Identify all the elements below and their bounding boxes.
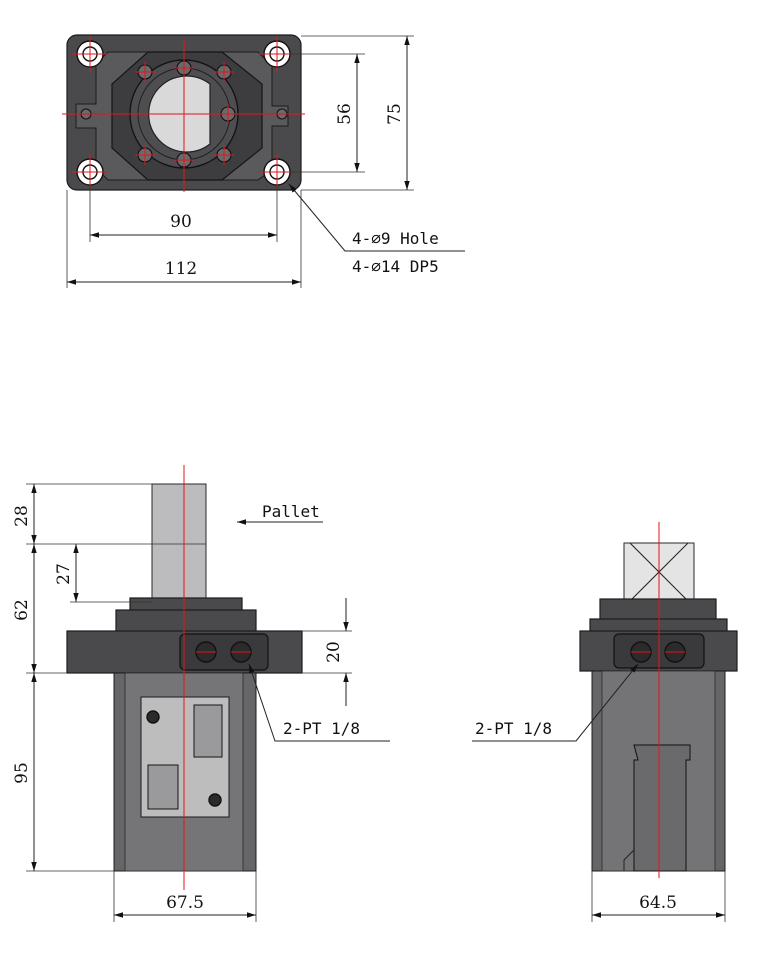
dim-75: 75: [385, 103, 405, 125]
pallet-label: Pallet: [262, 502, 320, 521]
valve-block-upper: [193, 704, 223, 758]
port-block: [179, 633, 269, 671]
dim-56: 56: [335, 103, 355, 125]
hole-note-line1: 4-∅9 Hole: [352, 229, 439, 248]
side-top-cap: [599, 598, 717, 622]
side-view: 2-PT 1/8 64.5: [472, 522, 738, 922]
side-port-note: 2-PT 1/8: [475, 719, 552, 738]
hole-leader: [288, 183, 465, 252]
front-port-leader: [248, 663, 390, 742]
dim-90: 90: [170, 212, 192, 232]
panel-screw-bottom: [208, 793, 222, 807]
dim-20: 20: [324, 641, 344, 663]
dim-27: 27: [54, 563, 74, 585]
hole-note-line2: 4-∅14 DP5: [352, 257, 439, 276]
front-port-note: 2-PT 1/8: [283, 719, 360, 738]
pallet-pin: [151, 483, 207, 603]
dim-28: 28: [12, 505, 32, 527]
valve-block-lower: [147, 764, 179, 810]
dim-95: 95: [12, 762, 32, 784]
dim-112: 112: [165, 259, 197, 279]
side-body-channel: [633, 744, 691, 872]
side-port-leader: [472, 663, 639, 742]
dim-67-5: 67.5: [166, 893, 204, 913]
top-view: 90 112 56 75 4-∅9 Hole 4-∅14 DP5: [62, 34, 465, 288]
panel-screw-top: [146, 710, 160, 724]
top-view-centerlines: [62, 36, 305, 192]
dim-62: 62: [12, 599, 32, 621]
dim-64-5: 64.5: [639, 893, 677, 913]
front-view: Pallet 28 62 95 27 20 2-PT 1/8 67.5: [12, 465, 390, 922]
clamp-upper-collar: [115, 609, 257, 633]
